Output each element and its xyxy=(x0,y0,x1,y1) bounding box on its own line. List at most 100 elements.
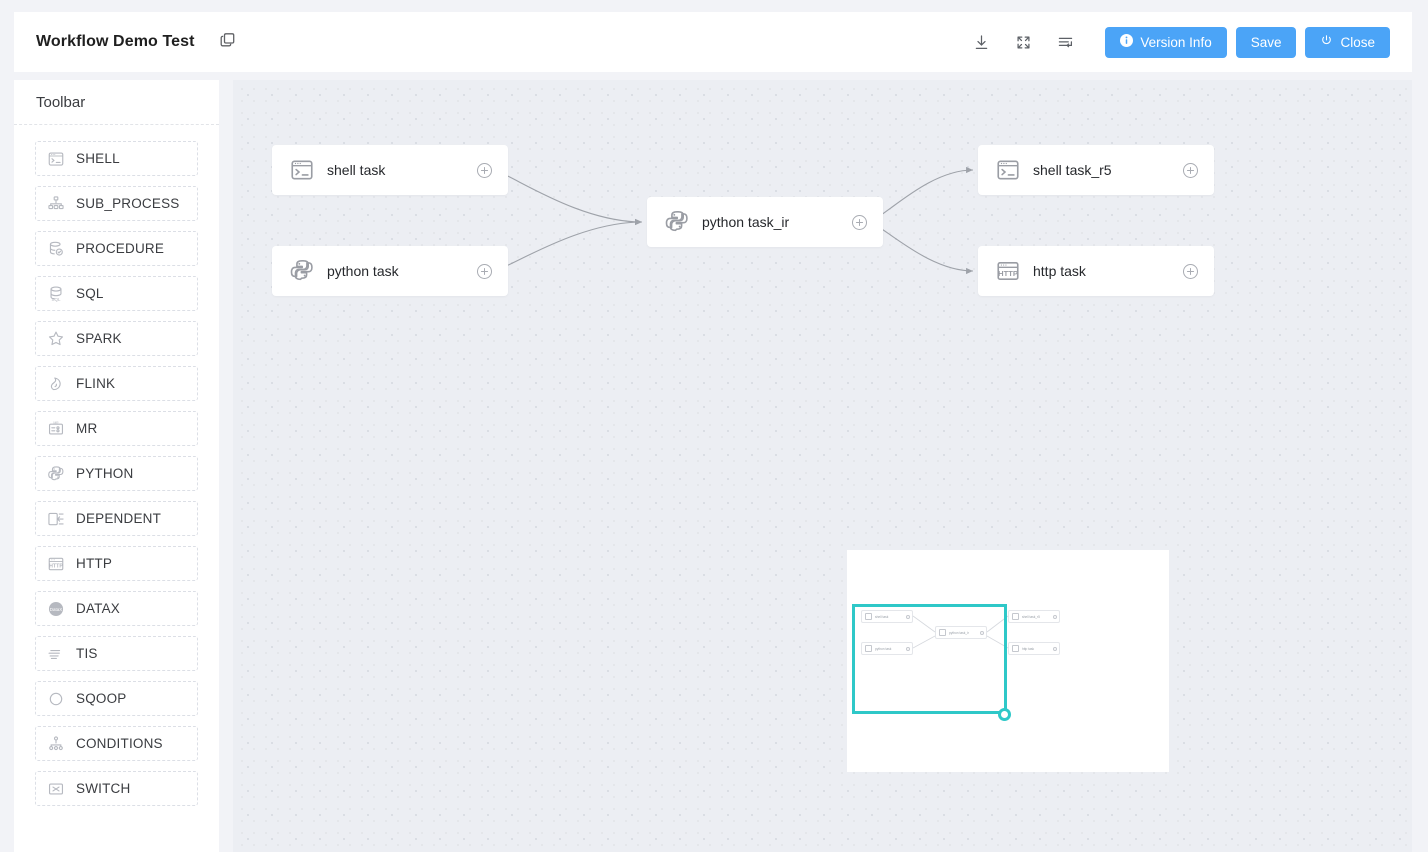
minimap-node-icon xyxy=(865,645,872,652)
fullscreen-icon[interactable] xyxy=(1003,22,1043,62)
node-port-plus-icon[interactable] xyxy=(477,162,492,178)
node-port-plus-icon[interactable] xyxy=(477,263,492,279)
tool-item-label: SUB_PROCESS xyxy=(76,196,180,211)
minimap-node-port xyxy=(906,614,910,619)
minimap[interactable]: shell task python task python task_ir shell… xyxy=(847,550,1169,772)
node-port-plus-icon[interactable] xyxy=(1183,162,1198,178)
spark-icon xyxy=(47,330,65,348)
minimap-node-label: python task_ir xyxy=(949,630,969,635)
minimap-node-icon xyxy=(1012,613,1019,620)
copy-icon[interactable] xyxy=(219,31,237,54)
tool-item-mr[interactable]: MR MR xyxy=(35,411,198,446)
close-label: Close xyxy=(1340,34,1375,50)
shell-icon xyxy=(995,157,1021,183)
tool-item-label: SWITCH xyxy=(76,781,131,796)
svg-text:HTTP: HTTP xyxy=(998,269,1018,278)
tool-item-label: DATAX xyxy=(76,601,121,616)
procedure-icon xyxy=(47,240,65,258)
node-label: python task xyxy=(327,263,399,279)
tool-item-label: DEPENDENT xyxy=(76,511,162,526)
svg-text:MR: MR xyxy=(53,420,59,424)
save-button[interactable]: Save xyxy=(1235,26,1297,58)
svg-text:HTTP: HTTP xyxy=(49,563,63,569)
dependent-icon xyxy=(47,510,65,528)
sql-icon: SQL xyxy=(47,285,65,303)
tis-icon xyxy=(47,645,65,663)
tool-item-shell[interactable]: SHELL xyxy=(35,141,198,176)
power-icon xyxy=(1320,34,1333,50)
tool-item-conditions[interactable]: CONDITIONS xyxy=(35,726,198,761)
shell-icon xyxy=(289,157,315,183)
sqoop-icon xyxy=(47,690,65,708)
header-bar: Workflow Demo Test xyxy=(14,12,1412,72)
tool-item-dependent[interactable]: DEPENDENT xyxy=(35,501,198,536)
tool-item-spark[interactable]: SPARK xyxy=(35,321,198,356)
tool-item-tis[interactable]: TIS xyxy=(35,636,198,671)
tool-item-label: MR xyxy=(76,421,98,436)
title-block: Workflow Demo Test xyxy=(36,31,237,54)
minimap-node: http task xyxy=(1008,642,1060,655)
download-icon[interactable] xyxy=(961,22,1001,62)
info-icon xyxy=(1120,34,1134,50)
minimap-node-port xyxy=(980,630,984,635)
minimap-node: python task xyxy=(861,642,913,655)
node-shell-task[interactable]: shell task xyxy=(272,145,508,195)
tool-item-python[interactable]: PYTHON xyxy=(35,456,198,491)
edge-layer xyxy=(491,166,974,275)
datax-icon: DataX xyxy=(47,600,65,618)
conditions-icon xyxy=(47,735,65,753)
tool-item-http[interactable]: HTTP HTTP xyxy=(35,546,198,581)
close-button[interactable]: Close xyxy=(1305,26,1390,58)
node-label: python task_ir xyxy=(702,214,790,230)
svg-text:DataX: DataX xyxy=(50,606,63,611)
node-port-plus-icon[interactable] xyxy=(852,214,867,230)
minimap-node-icon xyxy=(1012,645,1019,652)
tool-item-label: SQOOP xyxy=(76,691,127,706)
node-port-plus-icon[interactable] xyxy=(1183,263,1198,279)
minimap-node-icon xyxy=(939,629,946,636)
minimap-viewport[interactable] xyxy=(852,604,1007,714)
node-shell-task-r5[interactable]: shell task_r5 xyxy=(978,145,1214,195)
minimap-node: shell task_r5 xyxy=(1008,610,1060,623)
page-title: Workflow Demo Test xyxy=(36,33,195,50)
switch-icon xyxy=(47,780,65,798)
minimap-node: python task_ir xyxy=(935,626,987,639)
http-icon: HTTP xyxy=(995,258,1021,284)
edge-shell-task-to-python-task-ir[interactable] xyxy=(491,169,643,226)
tool-item-label: PROCEDURE xyxy=(76,241,165,256)
minimap-node-label: python task xyxy=(875,646,892,651)
node-python-task[interactable]: python task xyxy=(272,246,508,296)
tool-item-sql[interactable]: SQL SQL xyxy=(35,276,198,311)
tool-item-flink[interactable]: FLINK xyxy=(35,366,198,401)
version-info-label: Version Info xyxy=(1140,34,1212,50)
tool-item-sqoop[interactable]: SQOOP xyxy=(35,681,198,716)
tool-item-sub_process[interactable]: SUB_PROCESS xyxy=(35,186,198,221)
node-label: shell task_r5 xyxy=(1033,162,1112,178)
tool-item-label: SQL xyxy=(76,286,104,301)
tool-item-procedure[interactable]: PROCEDURE xyxy=(35,231,198,266)
python-icon xyxy=(289,258,315,284)
version-info-button[interactable]: Version Info xyxy=(1105,26,1227,58)
tool-item-switch[interactable]: SWITCH xyxy=(35,771,198,806)
tool-item-label: TIS xyxy=(76,646,98,661)
flink-icon xyxy=(47,375,65,393)
sidebar-title: Toolbar xyxy=(36,93,86,111)
format-align-icon[interactable] xyxy=(1045,22,1085,62)
tool-item-label: CONDITIONS xyxy=(76,736,163,751)
shell-icon xyxy=(47,150,65,168)
node-python-task-ir[interactable]: python task_ir xyxy=(647,197,883,247)
minimap-node-label: shell task_r5 xyxy=(1022,614,1040,619)
edge-python-task-to-python-task-ir[interactable] xyxy=(491,218,643,272)
save-label: Save xyxy=(1250,34,1282,50)
minimap-node: shell task xyxy=(861,610,913,623)
minimap-resize-handle[interactable] xyxy=(998,708,1011,721)
tool-item-label: HTTP xyxy=(76,556,113,571)
tool-item-label: SHELL xyxy=(76,151,120,166)
header-actions: Version Info Save Close xyxy=(961,22,1390,62)
tool-item-datax[interactable]: DataX DATAX xyxy=(35,591,198,626)
sidebar-header: Toolbar xyxy=(14,80,219,125)
sub-process-icon xyxy=(47,195,65,213)
